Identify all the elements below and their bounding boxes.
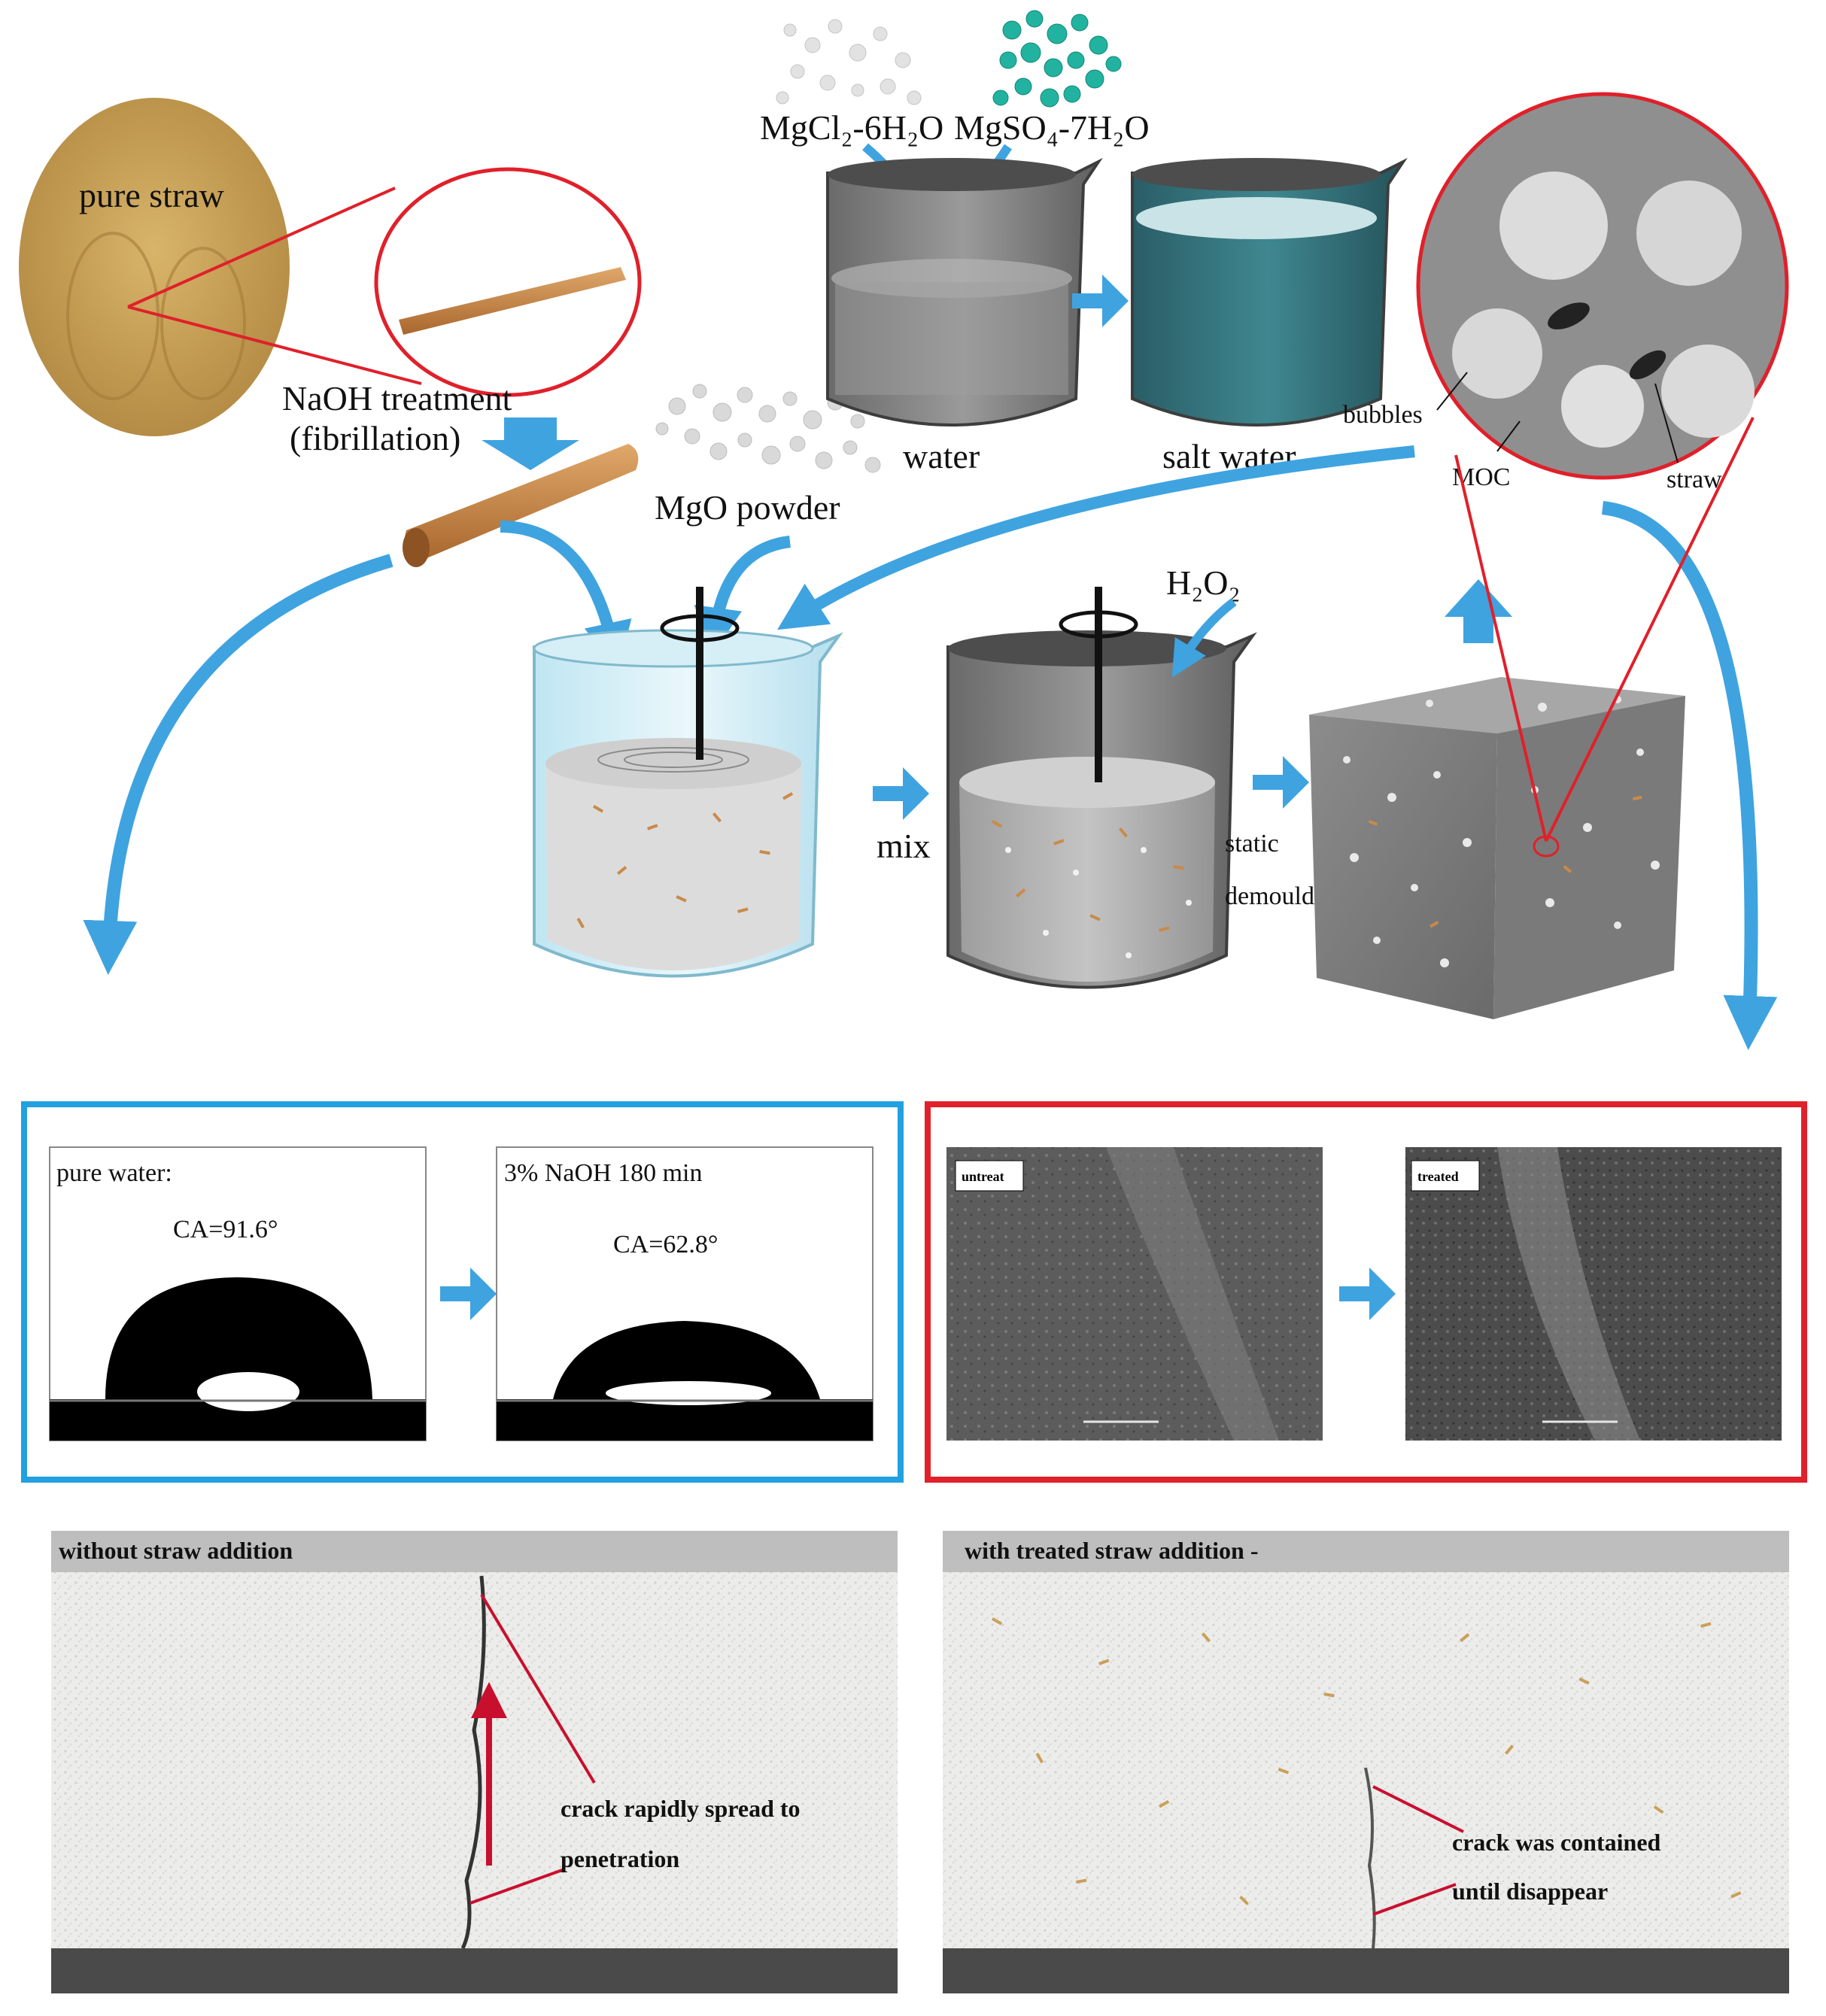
- salt-water-to-mix-arrow-icon: [777, 445, 1415, 630]
- water-label: water: [903, 437, 980, 475]
- treated-straw-fiber: [404, 444, 639, 560]
- ca-right-arrow-icon: [440, 1268, 497, 1320]
- sem-image-untreated: [946, 1147, 1323, 1441]
- treated-tag: treated: [1417, 1169, 1459, 1184]
- crack-photo-without-straw: [51, 1531, 898, 1993]
- straw-label: straw: [1666, 466, 1722, 493]
- mgso4-label: MgSO₄-7H₂O: [954, 108, 1150, 147]
- cube-up-arrow-icon: [1445, 579, 1512, 643]
- sem-image-treated: [1405, 1147, 1782, 1441]
- water-beaker: [826, 157, 1103, 427]
- right-note-1: crack was contained: [1452, 1829, 1661, 1856]
- contact-angle-panel-naoh: [496, 1146, 874, 1441]
- moc-sem-zoom-circle: [1416, 92, 1789, 480]
- contact-angle-panel-pure-water: [49, 1146, 427, 1441]
- moc-to-sem-arrow-icon: [1601, 501, 1778, 1050]
- sem-right-arrow-icon: [1339, 1268, 1396, 1320]
- panel2-title: 3% NaOH 180 min: [504, 1159, 702, 1187]
- left-note-2: penetration: [561, 1845, 679, 1872]
- mix-arrow-icon: [873, 767, 929, 820]
- straw-to-contact-angle-arrow-icon: [83, 554, 393, 975]
- cube-zoom-lines: [1454, 417, 1755, 842]
- fibrillation-label: (fibrillation): [290, 419, 460, 457]
- mgcl2-label: MgCl₂-6H₂O: [760, 108, 943, 147]
- bubbles-label: bubbles: [1343, 401, 1423, 429]
- mgso4-particles: [992, 10, 1122, 108]
- straw-zoom-lines: [127, 187, 422, 385]
- down-arrow-icon: [482, 417, 579, 470]
- straw-pointer: [1654, 383, 1679, 463]
- static-label: static: [1225, 830, 1279, 858]
- right-arrow-icon: [1072, 275, 1129, 327]
- static-arrow-icon: [1253, 756, 1309, 809]
- mix-label: mix: [877, 827, 931, 865]
- mixing-beaker: [533, 587, 843, 978]
- straw-fiber-zoom-circle: [374, 167, 642, 397]
- panel1-title: pure water:: [56, 1159, 172, 1187]
- panel1-ca: CA=91.6°: [173, 1216, 278, 1243]
- moc-foam-cube: [1309, 677, 1685, 1019]
- panel2-ca: CA=62.8°: [613, 1231, 719, 1258]
- right-note-2: until disappear: [1452, 1878, 1608, 1905]
- mgo-powder-label: MgO powder: [655, 488, 840, 527]
- right-photo-title: with treated straw addition -: [965, 1537, 1259, 1564]
- naoh-treatment-label: NaOH treatment: [282, 379, 512, 417]
- foaming-beaker: [946, 587, 1257, 989]
- moc-pointer: [1496, 421, 1521, 452]
- h2o2-drop-arrow-icon: [1171, 598, 1237, 678]
- untreat-tag: untreat: [962, 1169, 1004, 1184]
- straw-to-mix-arrow-icon: [500, 521, 632, 671]
- salt-water-beaker: [1131, 157, 1408, 427]
- left-photo-title: without straw addition: [59, 1537, 293, 1564]
- mgo-to-mix-arrow-icon: [694, 536, 791, 656]
- mgcl2-particles: [776, 19, 922, 105]
- contact-angle-frame: [21, 1101, 904, 1483]
- pure-straw-sample: [19, 98, 290, 436]
- bubbles-pointer: [1436, 372, 1468, 411]
- crack-photo-with-straw: [943, 1531, 1789, 1993]
- left-note-1: crack rapidly spread to: [561, 1795, 801, 1822]
- pure-straw-label: pure straw: [79, 176, 225, 214]
- h2o2-label: H₂O₂: [1166, 563, 1241, 602]
- sem-frame: [925, 1101, 1807, 1483]
